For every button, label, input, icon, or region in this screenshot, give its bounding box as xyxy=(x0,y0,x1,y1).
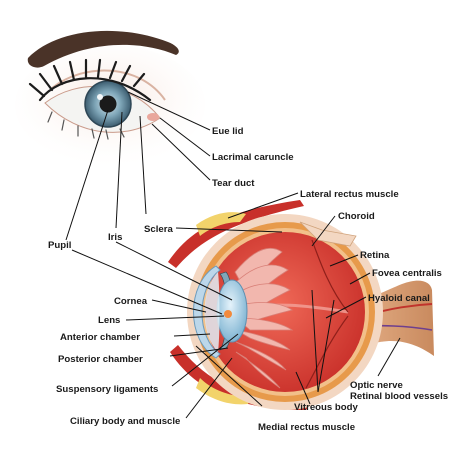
lateral-rectus-muscle xyxy=(168,200,304,268)
upper-eyelashes xyxy=(28,58,152,102)
external-pupil xyxy=(99,95,117,113)
eyebrow xyxy=(27,30,179,68)
label-cornea: Cornea xyxy=(114,296,148,307)
ciliary-fan xyxy=(234,247,294,389)
label-optic-nerve: Optic nerve xyxy=(350,380,403,391)
lid-crease xyxy=(51,69,166,101)
text-labels: Eue lid Lacrimal caruncle Tear duct Late… xyxy=(48,126,448,433)
label-lens: Lens xyxy=(98,315,120,326)
label-suspensory-ligaments: Suspensory ligaments xyxy=(56,384,158,395)
label-ciliary-body-and-muscle: Ciliary body and muscle xyxy=(70,416,180,427)
external-eye xyxy=(15,30,205,165)
label-anterior-chamber: Anterior chamber xyxy=(60,332,140,343)
label-medial-rectus-muscle: Medial rectus muscle xyxy=(258,422,355,433)
muscle-tendon-top xyxy=(196,212,246,236)
label-choroid: Choroid xyxy=(338,211,375,222)
label-vitreous-body: Vitreous body xyxy=(294,402,358,413)
eye-cross-section xyxy=(168,200,434,410)
label-tear-duct: Tear duct xyxy=(212,178,255,189)
label-sclera: Sclera xyxy=(144,224,173,235)
label-retina: Retina xyxy=(360,250,390,261)
lens-marker xyxy=(224,310,232,318)
lower-eyelashes xyxy=(47,111,125,140)
label-retinal-blood-vessels: Retinal blood vessels xyxy=(350,391,448,402)
label-posterior-chamber: Posterior chamber xyxy=(58,354,143,365)
leader-lines xyxy=(65,91,401,419)
layer-cutaway xyxy=(299,221,357,247)
label-iris: Iris xyxy=(108,232,122,243)
caruncle xyxy=(147,113,159,121)
label-eye-lid: Eue lid xyxy=(212,126,244,137)
label-lacrimal-caruncle: Lacrimal caruncle xyxy=(212,152,294,163)
lens-shape xyxy=(216,279,248,343)
label-hyaloid-canal: Hyaloid canal xyxy=(368,293,430,304)
iris-highlight xyxy=(97,94,103,100)
label-fovea-centralis: Fovea centralis xyxy=(372,268,442,279)
label-lateral-rectus-muscle: Lateral rectus muscle xyxy=(300,189,399,200)
label-pupil: Pupil xyxy=(48,240,71,251)
